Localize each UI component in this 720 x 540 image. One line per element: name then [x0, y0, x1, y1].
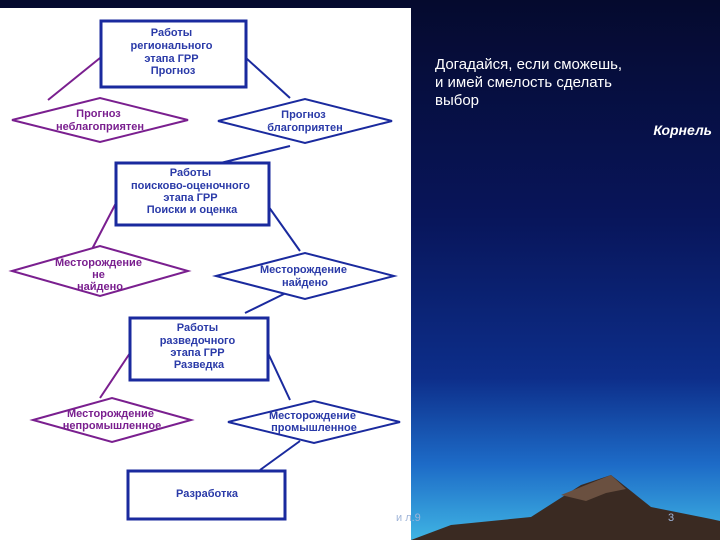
mountain-illustration — [411, 475, 720, 540]
connector-stage3-industrial — [267, 352, 291, 401]
forecast-favorable-label: Прогноз благоприятен — [267, 109, 342, 134]
stage2-box — [114, 161, 271, 227]
connector-stage2-found — [265, 202, 301, 252]
deposit-not-found-label: Месторождение не найдено — [55, 257, 145, 293]
deposit-industrial-diamond — [227, 399, 401, 445]
deposit-nonindustrial-diamond — [29, 396, 195, 444]
deposit-found-diamond — [212, 251, 398, 301]
development-label: Разработка — [176, 488, 239, 500]
quote-line-3: выбор — [435, 92, 480, 109]
connector-stage1-favorable — [245, 57, 291, 99]
forecast-unfavorable-diamond — [11, 96, 189, 144]
deposit-nonindustrial-label: Месторождение непромышленное — [63, 408, 161, 432]
connector-industrial-development — [259, 440, 301, 471]
epigraph-quote: Догадайся, если сможешь, и имей смелость… — [435, 56, 705, 110]
forecast-unfavorable-label: Прогноз неблагоприятен — [56, 108, 144, 133]
page-number: 3 — [668, 512, 675, 524]
deposit-not-found-diamond — [8, 244, 192, 298]
quote-line-1: Догадайся, если сможешь, — [435, 56, 623, 73]
forecast-favorable-diamond — [217, 97, 393, 145]
stage3-box — [128, 316, 270, 382]
deposit-found-label: Месторождение найдено — [260, 264, 350, 289]
connector-stage3-nonindustrial — [99, 352, 131, 399]
quote-author: Корнель — [653, 122, 712, 138]
deposit-industrial-label: Месторождение промышленное — [269, 410, 359, 434]
stage1-box — [99, 19, 248, 89]
connector-stage2-notfound — [89, 202, 117, 254]
stage2-label: Работы поисково-оценочного этапа ГРР Пои… — [131, 167, 253, 216]
quote-line-2: и имей смелость сделать — [435, 74, 612, 91]
development-box — [126, 469, 287, 521]
stage1-label: Работы регионального этапа ГРР Прогноз — [131, 27, 216, 77]
connector-stage1-unfavorable — [47, 57, 101, 101]
footer-text: и л.9 — [396, 512, 421, 524]
connector-found-stage3 — [244, 290, 291, 314]
stage3-label: Работы разведочного этапа ГРР Разведка — [160, 322, 239, 371]
flowchart: Работы регионального этапа ГРР Прогноз П… — [8, 19, 401, 521]
